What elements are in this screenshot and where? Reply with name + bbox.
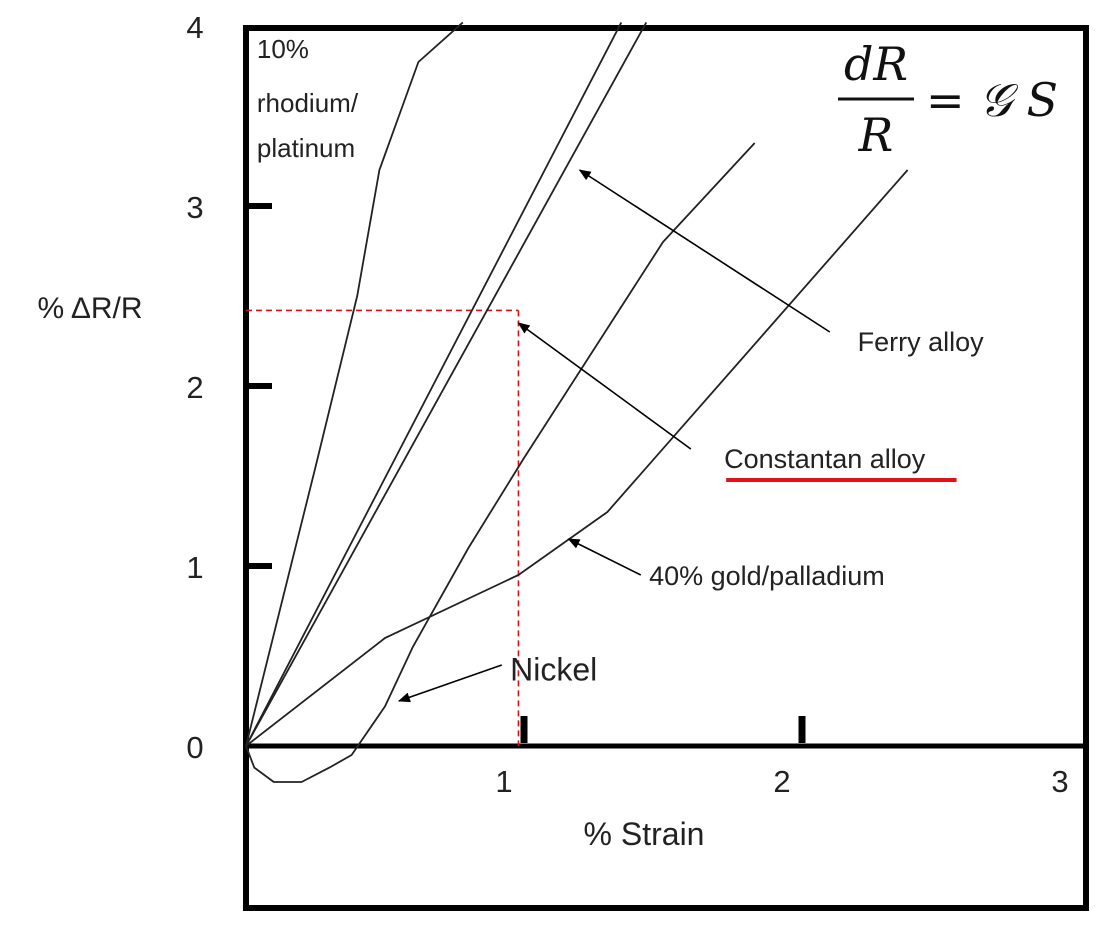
x-tick-label: 2 [773, 764, 790, 799]
y-tick-label: 0 [186, 730, 203, 765]
equation-denominator: R [858, 108, 894, 162]
reference-lines [246, 309, 520, 746]
y-tick-label: 2 [186, 370, 203, 405]
x-tick-label: 3 [1051, 764, 1068, 799]
annotation-label-ferry-alloy: Ferry alloy [858, 327, 985, 357]
equation-rhs: = 𝒢 S [926, 73, 1058, 127]
annotation-arrow-ferry-alloy [578, 169, 831, 333]
x-tick-label: 1 [495, 764, 512, 799]
x-axis-label: % Strain [584, 816, 705, 852]
annotation-label-constantan-alloy: Constantan alloy [724, 444, 926, 474]
annotation-arrow-40-gold-palladium [567, 538, 642, 576]
series-line-40-gold-palladium [245, 169, 909, 747]
annotation-label-40-gold-palladium: 40% gold/palladium [649, 561, 885, 591]
y-tick-label: 1 [186, 550, 203, 585]
annotation-label-platinum: platinum [257, 133, 355, 163]
series-line-constantan-alloy [245, 21, 623, 747]
y-tick-label: 4 [186, 10, 203, 45]
series-line-10-rhodium-platinum [245, 21, 464, 747]
annotation-arrow-constantan-alloy [517, 322, 692, 450]
annotation-label-10: 10% [257, 34, 309, 64]
plot-frame [243, 25, 1089, 911]
y-axis-label: % ΔR/R [37, 292, 142, 325]
ticks-layer: 0 1 2 3 4 1 2 3 [186, 10, 1068, 799]
gauge-factor-equation: dR R = 𝒢 S [838, 37, 1058, 162]
series-line-nickel [245, 142, 756, 783]
annotation-label-rhodium: rhodium/ [257, 88, 359, 118]
equation-numerator: dR [844, 37, 908, 91]
annotation-arrow-nickel [397, 664, 503, 703]
annotation-label-nickel: Nickel [510, 651, 597, 687]
series-line-ferry-alloy [245, 21, 648, 747]
y-tick-label: 3 [186, 190, 203, 225]
series-layer [245, 21, 909, 783]
